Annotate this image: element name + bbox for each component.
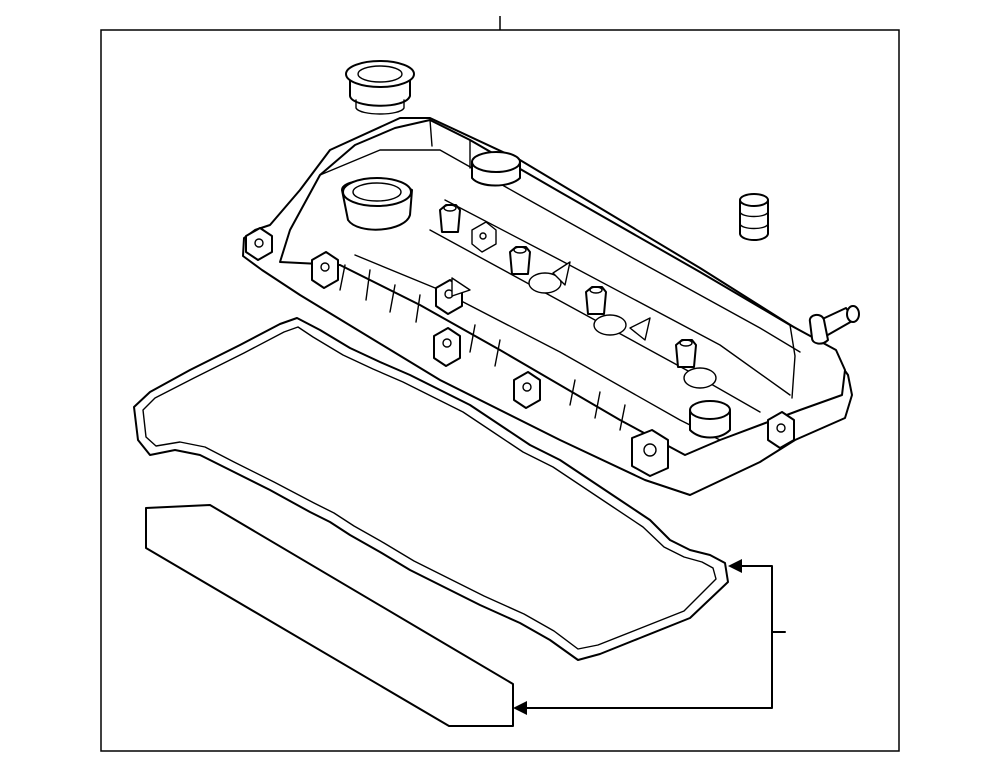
spark-plug-seal-strip [145, 504, 514, 727]
callout-leaders [513, 559, 786, 715]
arrow-to-seal-strip [513, 701, 527, 715]
valve-cover [242, 117, 853, 496]
spark-plug-bores [451, 261, 717, 389]
coil-mounting-posts [439, 204, 697, 368]
front-plug-boss [689, 400, 731, 439]
rubber-plug [739, 193, 769, 241]
rear-plug-boss [471, 151, 521, 187]
arrow-to-gasket [728, 559, 742, 573]
valve-cover-gasket [133, 317, 729, 661]
vent-fitting [808, 305, 860, 345]
oil-filler-neck [341, 177, 413, 231]
bolt-bosses [245, 227, 795, 477]
oil-filler-cap [345, 60, 415, 115]
